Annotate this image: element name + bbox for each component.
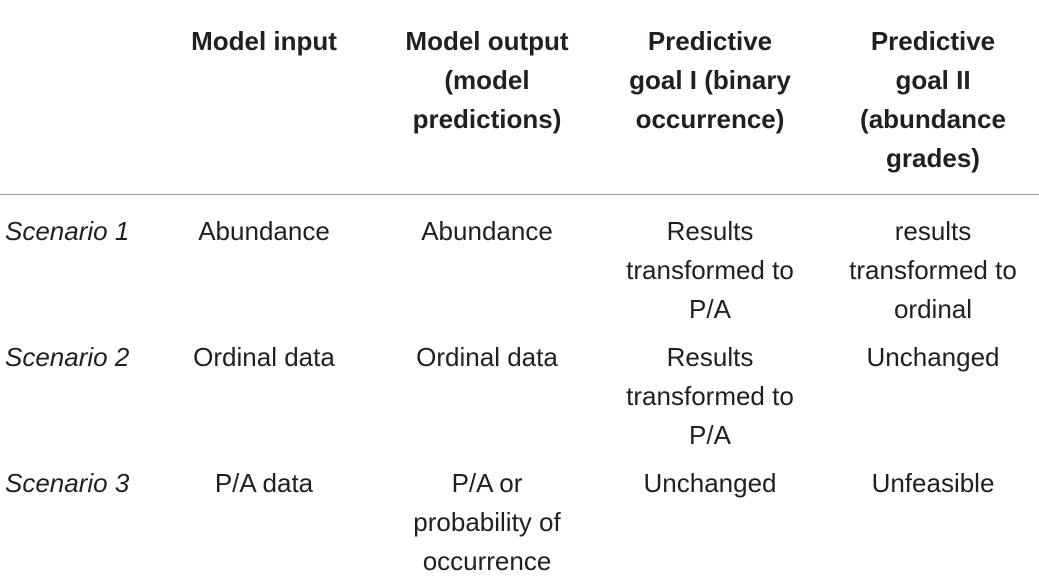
header-predictive-goal-2: Predictive goal II (abundance grades) <box>860 26 1006 173</box>
cell-scenario-1-input: Abundance <box>198 216 330 246</box>
row-label-scenario-2: Scenario 2 <box>5 342 130 372</box>
cell-scenario-3-output: P/A or probability of occurrence <box>413 468 561 576</box>
cell-scenario-2-goal-1: Results transformed to P/A <box>626 342 794 450</box>
header-model-output: Model output (model predictions) <box>405 26 569 134</box>
cell-scenario-1-goal-2: results transformed to ordinal <box>849 216 1017 324</box>
header-divider <box>0 194 1039 195</box>
cell-scenario-1-goal-1: Results transformed to P/A <box>626 216 794 324</box>
cell-scenario-2-output: Ordinal data <box>416 342 558 372</box>
cell-scenario-3-goal-2: Unfeasible <box>871 468 995 498</box>
header-model-input: Model input <box>191 26 337 56</box>
row-label-scenario-1: Scenario 1 <box>5 216 130 246</box>
cell-scenario-2-goal-2: Unchanged <box>866 342 1000 372</box>
header-predictive-goal-1: Predictive goal I (binary occurrence) <box>629 26 791 134</box>
cell-scenario-1-output: Abundance <box>421 216 553 246</box>
cell-scenario-3-input: P/A data <box>214 468 314 498</box>
row-label-scenario-3: Scenario 3 <box>5 468 130 498</box>
cell-scenario-3-goal-1: Unchanged <box>643 468 777 498</box>
cell-scenario-2-input: Ordinal data <box>193 342 335 372</box>
